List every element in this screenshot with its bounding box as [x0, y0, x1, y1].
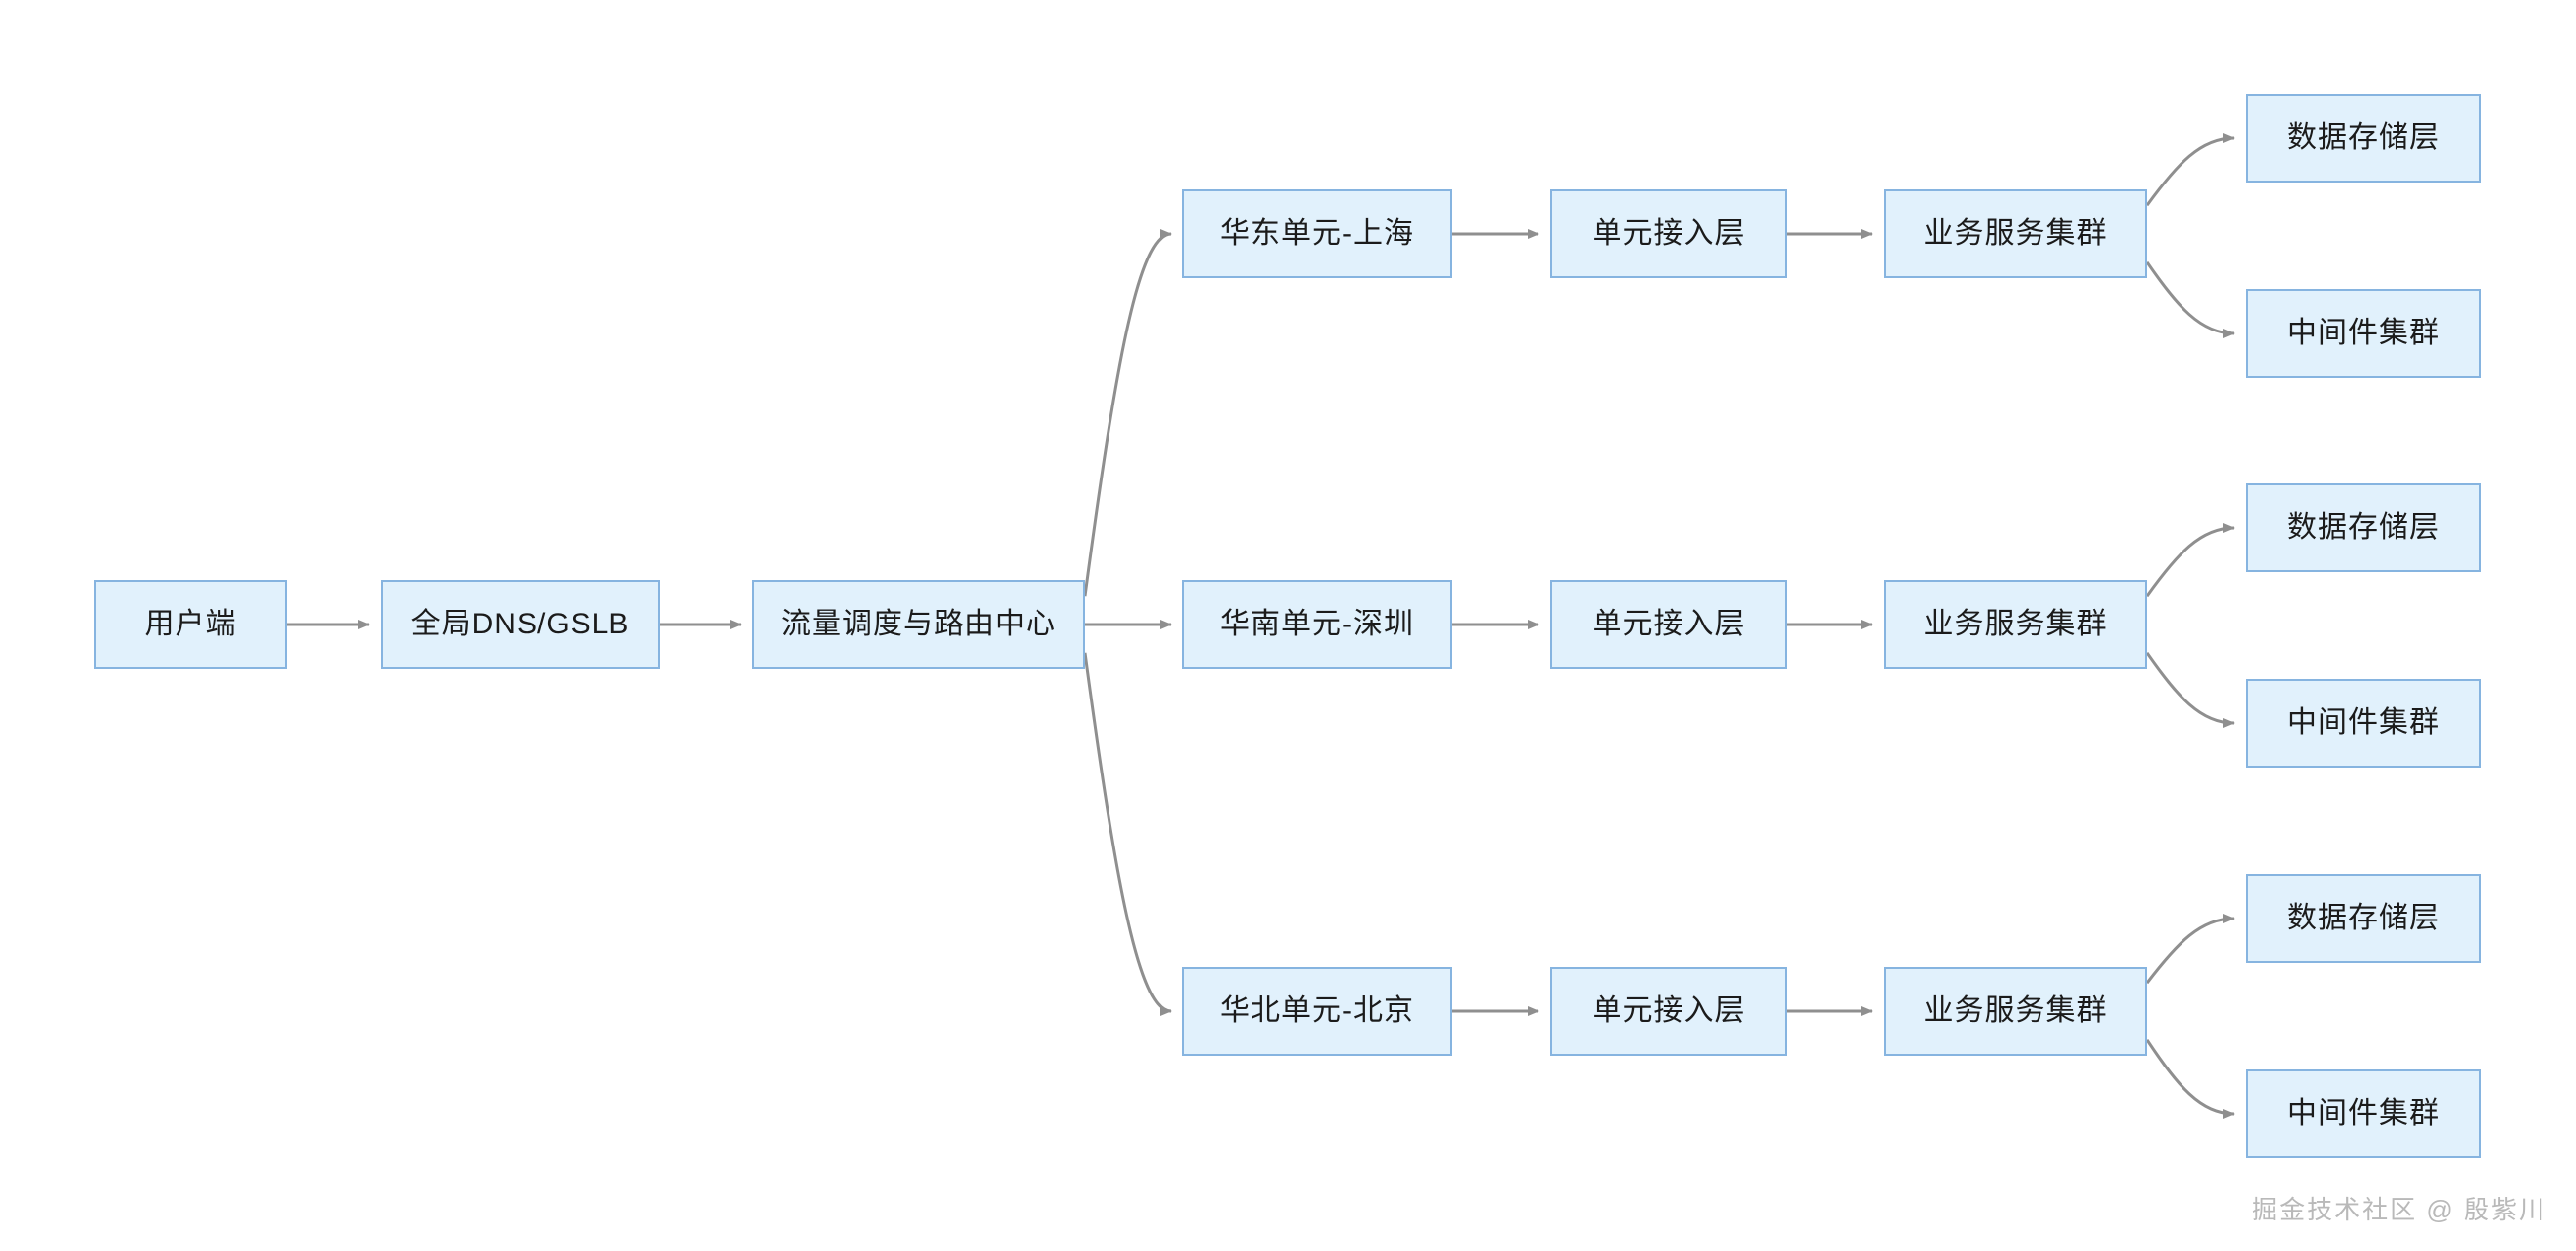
- node-label: 单元接入层: [1592, 608, 1746, 640]
- edge-router-to-unit_east: [1083, 229, 1172, 597]
- node-label: 全局DNS/GSLB: [410, 608, 630, 640]
- node-label: 用户端: [144, 608, 237, 640]
- node-label: 中间件集群: [2287, 1097, 2440, 1130]
- node-label: 华北单元-北京: [1220, 994, 1414, 1027]
- node-unit_south[interactable]: 华南单元-深圳: [1182, 580, 1452, 669]
- node-access_east[interactable]: 单元接入层: [1550, 189, 1787, 278]
- edge-svc_north-to-store_north: [2145, 914, 2235, 985]
- node-store_east[interactable]: 数据存储层: [2246, 94, 2481, 183]
- node-store_south[interactable]: 数据存储层: [2246, 483, 2481, 572]
- node-label: 单元接入层: [1592, 994, 1746, 1027]
- node-unit_north[interactable]: 华北单元-北京: [1182, 967, 1452, 1056]
- node-svc_east[interactable]: 业务服务集群: [1884, 189, 2147, 278]
- node-label: 数据存储层: [2287, 511, 2440, 544]
- node-label: 业务服务集群: [1923, 994, 2108, 1027]
- edge-svc_south-to-mw_south: [2145, 651, 2235, 728]
- node-access_south[interactable]: 单元接入层: [1550, 580, 1787, 669]
- node-svc_south[interactable]: 业务服务集群: [1884, 580, 2147, 669]
- node-client[interactable]: 用户端: [94, 580, 287, 669]
- edge-svc_south-to-store_south: [2145, 523, 2235, 598]
- node-label: 数据存储层: [2287, 121, 2440, 154]
- node-mw_south[interactable]: 中间件集群: [2246, 679, 2481, 768]
- node-label: 华南单元-深圳: [1220, 608, 1414, 640]
- node-access_north[interactable]: 单元接入层: [1550, 967, 1787, 1056]
- edge-svc_east-to-store_east: [2145, 133, 2235, 207]
- node-label: 华东单元-上海: [1220, 217, 1414, 250]
- node-svc_north[interactable]: 业务服务集群: [1884, 967, 2147, 1056]
- node-gslb[interactable]: 全局DNS/GSLB: [381, 580, 660, 669]
- node-label: 单元接入层: [1592, 217, 1746, 250]
- node-label: 业务服务集群: [1923, 608, 2108, 640]
- node-label: 业务服务集群: [1923, 217, 2108, 250]
- edge-svc_north-to-mw_north: [2145, 1038, 2235, 1119]
- node-label: 数据存储层: [2287, 902, 2440, 934]
- node-mw_north[interactable]: 中间件集群: [2246, 1069, 2481, 1158]
- edge-svc_east-to-mw_east: [2145, 260, 2235, 338]
- watermark-credit: 掘金技术社区 @ 殷紫川: [2252, 1195, 2546, 1224]
- edge-router-to-unit_north: [1083, 652, 1172, 1016]
- node-mw_east[interactable]: 中间件集群: [2246, 289, 2481, 378]
- node-store_north[interactable]: 数据存储层: [2246, 874, 2481, 963]
- node-label: 中间件集群: [2287, 706, 2440, 739]
- node-label: 中间件集群: [2287, 317, 2440, 349]
- node-unit_east[interactable]: 华东单元-上海: [1182, 189, 1452, 278]
- node-label: 流量调度与路由中心: [781, 608, 1056, 640]
- node-router[interactable]: 流量调度与路由中心: [752, 580, 1085, 669]
